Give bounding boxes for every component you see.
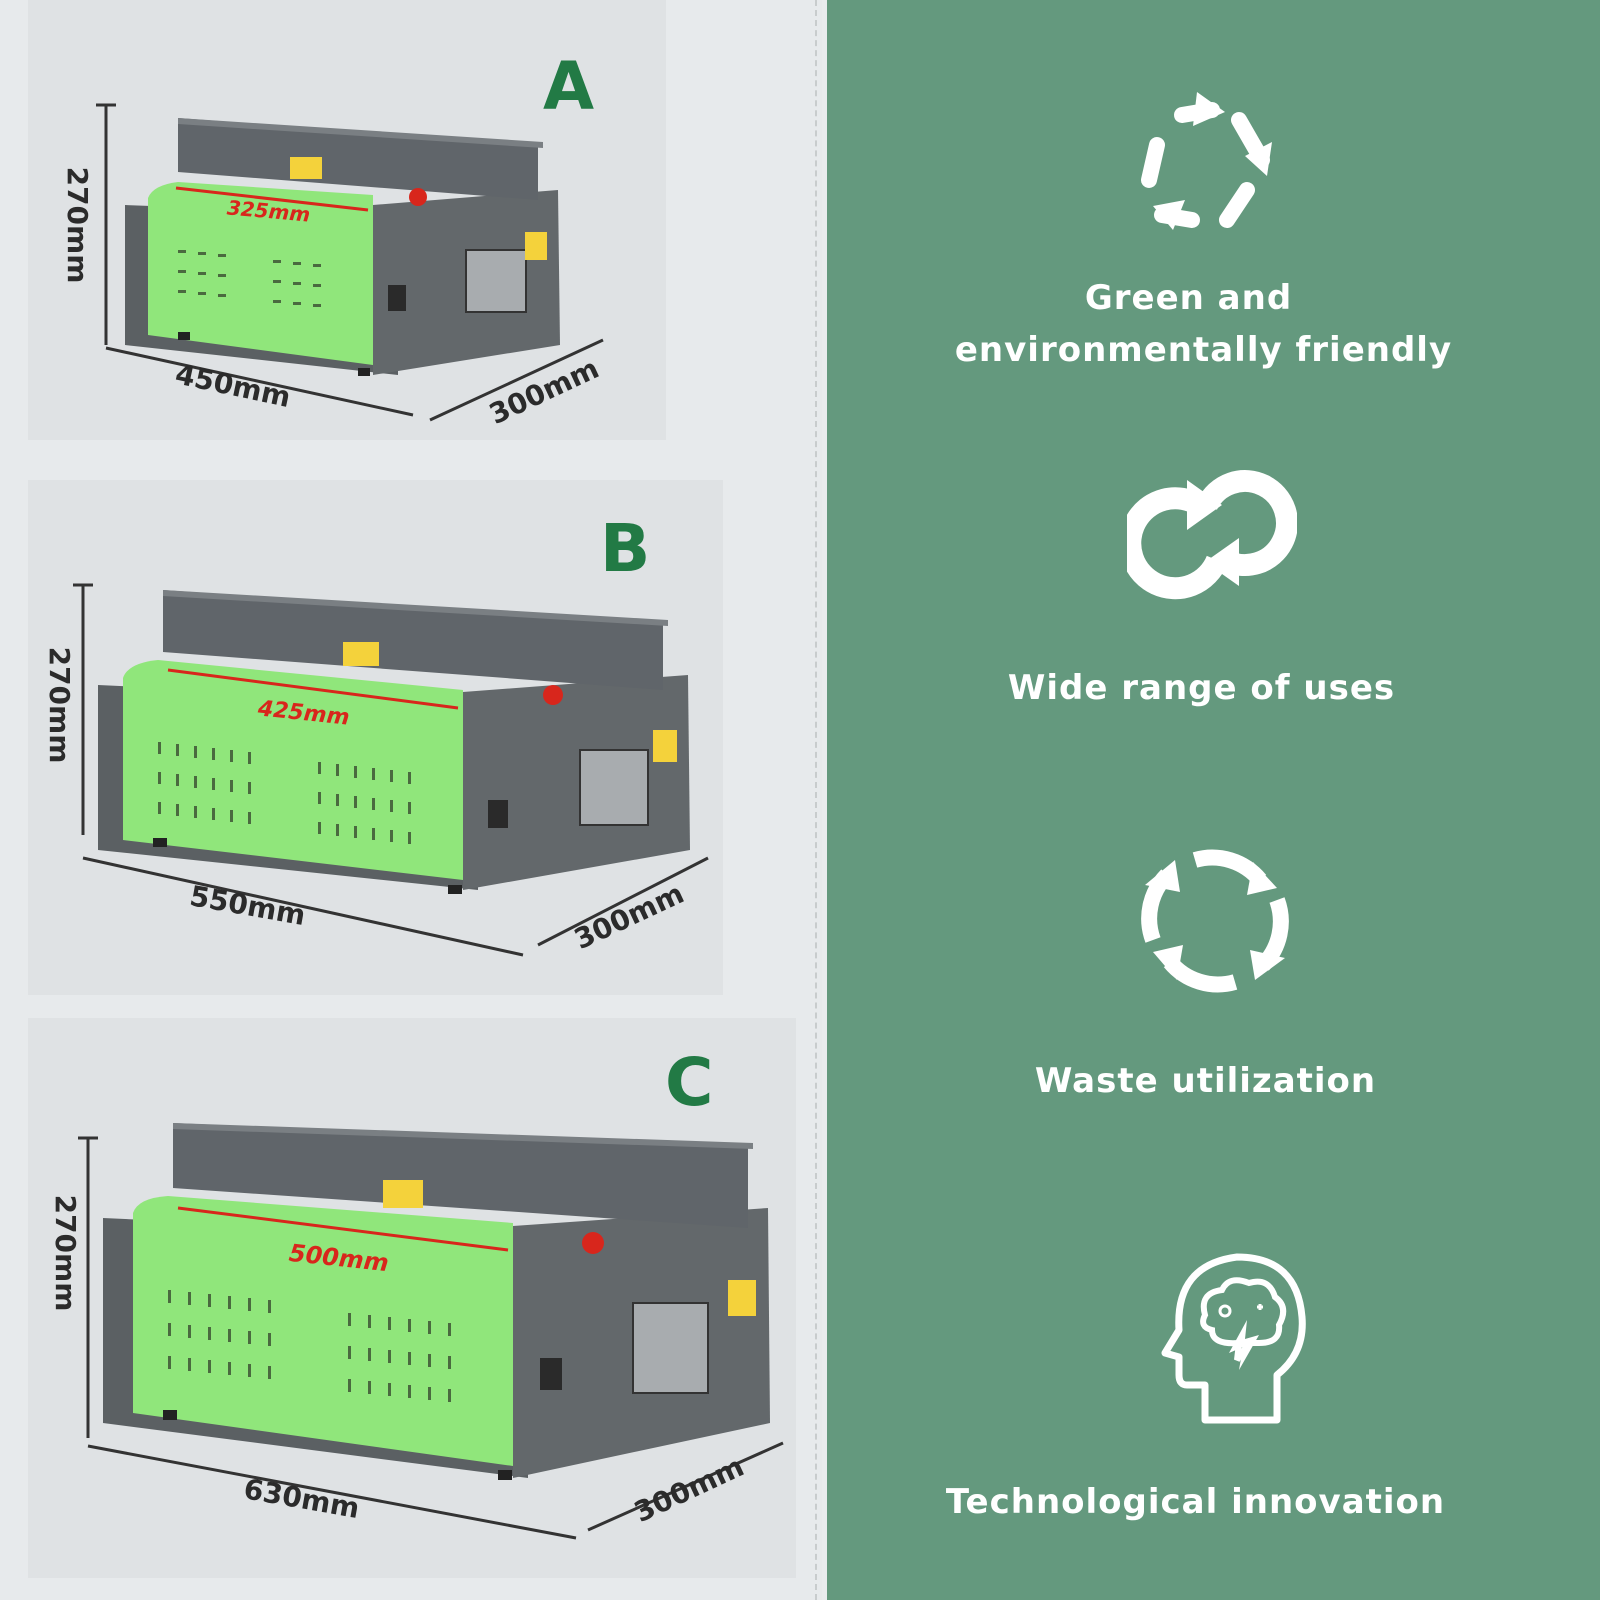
feature-1-line-2: environmentally friendly	[954, 330, 1453, 370]
product-b-machine-illustration: 270mm 550mm 300mm 425mm	[43, 583, 709, 957]
product-a-panel: 270mm 450mm 300mm 325mm A	[28, 0, 666, 440]
product-b-panel: 270mm 550mm 300mm 425mm B	[28, 480, 723, 995]
product-a-height: 270mm	[61, 167, 94, 284]
product-b-width: 550mm	[187, 879, 308, 932]
features-panel: Green and environmentally friendly Wide …	[827, 0, 1600, 1600]
product-a-width: 450mm	[172, 357, 293, 414]
product-c-machine-illustration: 270mm 630mm 300mm 500mm	[49, 1123, 784, 1540]
product-c-height: 270mm	[49, 1195, 82, 1312]
product-c-label: C	[665, 1044, 714, 1121]
head-brain-icon	[1161, 1253, 1306, 1424]
loop-arrows-icon	[1127, 470, 1297, 600]
product-a-depth: 300mm	[484, 352, 604, 431]
dashed-divider	[815, 0, 817, 1600]
product-b-label: B	[600, 510, 651, 587]
circular-arrows-icon	[1141, 849, 1289, 993]
product-b-depth: 300mm	[569, 877, 689, 956]
feature-2-label: Wide range of uses	[1007, 668, 1396, 708]
product-c-panel: 270mm 630mm 300mm 500mm C	[28, 1018, 796, 1578]
recycle-icon	[1141, 92, 1272, 230]
product-c-depth: 300mm	[629, 1450, 749, 1529]
product-b-height: 270mm	[43, 647, 76, 764]
feature-1-line-1: Green and	[1084, 278, 1293, 318]
product-a-label: A	[543, 48, 595, 125]
feature-3-label: Waste utilization	[1034, 1061, 1377, 1101]
product-c-width: 630mm	[241, 1472, 362, 1525]
feature-4-label: Technological innovation	[945, 1482, 1446, 1522]
product-a-machine-illustration: 270mm 450mm 300mm 325mm	[61, 103, 604, 431]
